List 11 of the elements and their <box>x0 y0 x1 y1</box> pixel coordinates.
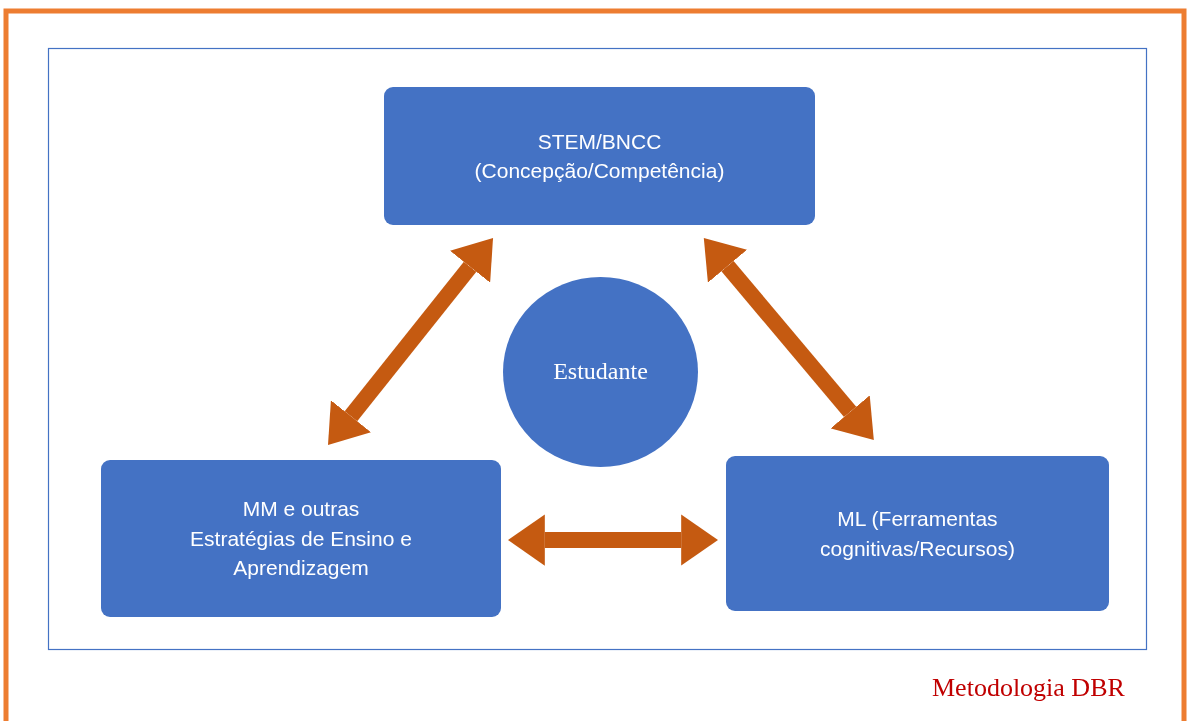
double-arrow <box>703 238 874 440</box>
node-label: Estudante <box>553 357 648 387</box>
double-arrow <box>328 238 494 445</box>
process-box <box>726 456 1109 611</box>
process-box <box>384 87 815 225</box>
caption-note: Metodologia DBR <box>932 673 1125 703</box>
process-box <box>101 460 501 617</box>
node-label: STEM/BNCC (Concepção/Competência) <box>473 128 726 184</box>
node-label: MM e outras Estratégias de Ensino e Aprendizagem <box>189 496 413 582</box>
node-label: ML (Ferramentas cognitivas/Recursos) <box>819 506 1016 562</box>
double-arrow <box>508 514 718 566</box>
